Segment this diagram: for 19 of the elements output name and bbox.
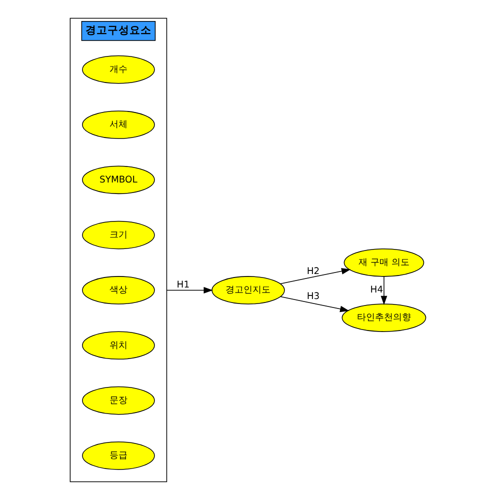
edge-label: H2 (306, 265, 320, 276)
node-ellipse: 경고인지도 (212, 276, 285, 304)
node-ellipse: 크기 (82, 220, 155, 249)
arrow (380, 276, 388, 305)
node-ellipse: 재 구매 의도 (344, 248, 424, 276)
node-ellipse: SYMBOL (82, 165, 155, 194)
node-ellipse: 타인추천의향 (342, 303, 426, 332)
node-ellipse: 서체 (82, 110, 155, 138)
edge-label: H1 (176, 279, 190, 290)
node-ellipse: 문장 (82, 386, 155, 414)
node-ellipse: 개수 (82, 54, 155, 84)
node-ellipse: 색상 (82, 276, 155, 304)
node-ellipse: 등급 (82, 441, 155, 470)
node-ellipse: 위치 (82, 330, 155, 360)
edge-label: H4 (370, 284, 384, 296)
arrow (280, 268, 351, 284)
arrow (280, 296, 350, 312)
edge-label: H3 (306, 290, 320, 302)
arrow (166, 286, 213, 293)
